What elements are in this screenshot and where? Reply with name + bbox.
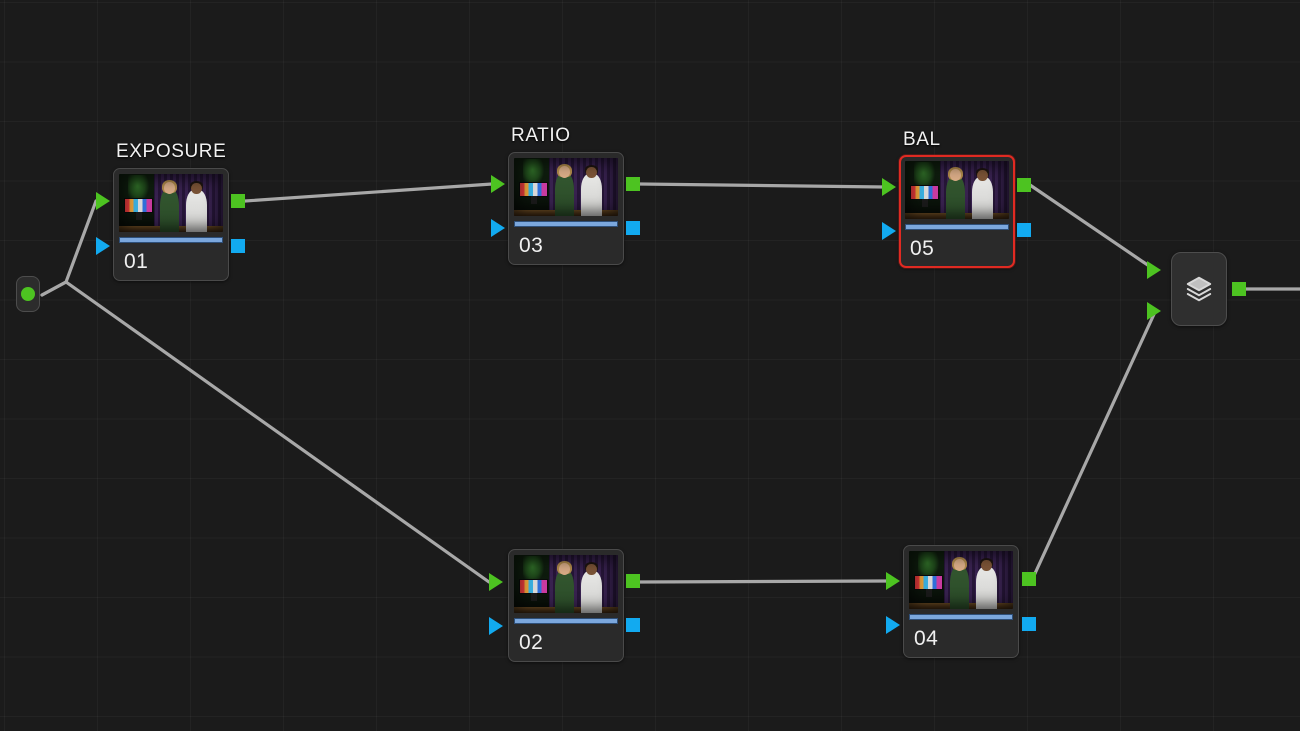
wire-source-to-node02 bbox=[40, 280, 491, 584]
node-label-exposure: EXPOSURE bbox=[116, 141, 227, 162]
layer-mixer-input-1[interactable] bbox=[1147, 261, 1161, 279]
wire-node01-to-node03 bbox=[243, 182, 494, 203]
node-number: 04 bbox=[914, 627, 939, 650]
wire-source-to-node01 bbox=[40, 199, 98, 297]
node-02-rgb-input[interactable] bbox=[489, 573, 503, 591]
node-04-rgb-input[interactable] bbox=[886, 572, 900, 590]
stacked-layers-icon bbox=[1186, 276, 1212, 302]
layer-mixer-input-2[interactable] bbox=[1147, 302, 1161, 320]
node-02-rgb-output[interactable] bbox=[626, 574, 640, 588]
node-exposure-rgb-output[interactable] bbox=[231, 194, 245, 208]
green-dot-icon bbox=[21, 287, 35, 301]
source-node[interactable] bbox=[16, 276, 40, 312]
node-exposure[interactable]: EXPOSURE 01 bbox=[113, 141, 229, 281]
node-number: 03 bbox=[519, 234, 544, 257]
node-value-bar[interactable] bbox=[119, 235, 223, 245]
node-value-bar[interactable] bbox=[514, 616, 618, 626]
node-bal-key-output[interactable] bbox=[1017, 223, 1031, 237]
node-value-bar[interactable] bbox=[909, 612, 1013, 622]
node-ratio-rgb-input[interactable] bbox=[491, 175, 505, 193]
wire-node03-to-node05 bbox=[638, 182, 886, 189]
node-bal-key-input[interactable] bbox=[882, 222, 896, 240]
node-thumbnail bbox=[119, 174, 223, 232]
node-exposure-rgb-input[interactable] bbox=[96, 192, 110, 210]
node-04-rgb-output[interactable] bbox=[1022, 572, 1036, 586]
node-02[interactable]: 02 bbox=[508, 549, 624, 662]
node-02-key-input[interactable] bbox=[489, 617, 503, 635]
node-number: 05 bbox=[910, 237, 935, 260]
node-value-bar[interactable] bbox=[905, 222, 1009, 232]
node-02-key-output[interactable] bbox=[626, 618, 640, 632]
node-bal-rgb-output[interactable] bbox=[1017, 178, 1031, 192]
node-thumbnail bbox=[514, 555, 618, 613]
node-number: 02 bbox=[519, 631, 544, 654]
node-ratio-key-output[interactable] bbox=[626, 221, 640, 235]
layer-mixer-node[interactable] bbox=[1171, 252, 1227, 326]
node-exposure-key-input[interactable] bbox=[96, 237, 110, 255]
node-ratio[interactable]: RATIO 03 bbox=[508, 125, 624, 265]
node-label-bal: BAL bbox=[903, 129, 941, 150]
wire-node02-to-node04 bbox=[638, 579, 888, 584]
layer-mixer-rgb-output[interactable] bbox=[1232, 282, 1246, 296]
node-label-ratio: RATIO bbox=[511, 125, 571, 146]
node-number: 01 bbox=[124, 250, 149, 273]
node-bal[interactable]: BAL 05 bbox=[899, 129, 1015, 268]
node-ratio-key-input[interactable] bbox=[491, 219, 505, 237]
wire-node05-to-mixer-in1 bbox=[1028, 183, 1157, 272]
node-04[interactable]: 04 bbox=[903, 545, 1019, 658]
node-exposure-key-output[interactable] bbox=[231, 239, 245, 253]
node-thumbnail bbox=[905, 161, 1009, 219]
wire-node04-to-mixer-in2 bbox=[1030, 310, 1157, 582]
node-value-bar[interactable] bbox=[514, 219, 618, 229]
node-bal-rgb-input[interactable] bbox=[882, 178, 896, 196]
node-04-key-output[interactable] bbox=[1022, 617, 1036, 631]
node-ratio-rgb-output[interactable] bbox=[626, 177, 640, 191]
node-thumbnail bbox=[514, 158, 618, 216]
node-thumbnail bbox=[909, 551, 1013, 609]
node-04-key-input[interactable] bbox=[886, 616, 900, 634]
